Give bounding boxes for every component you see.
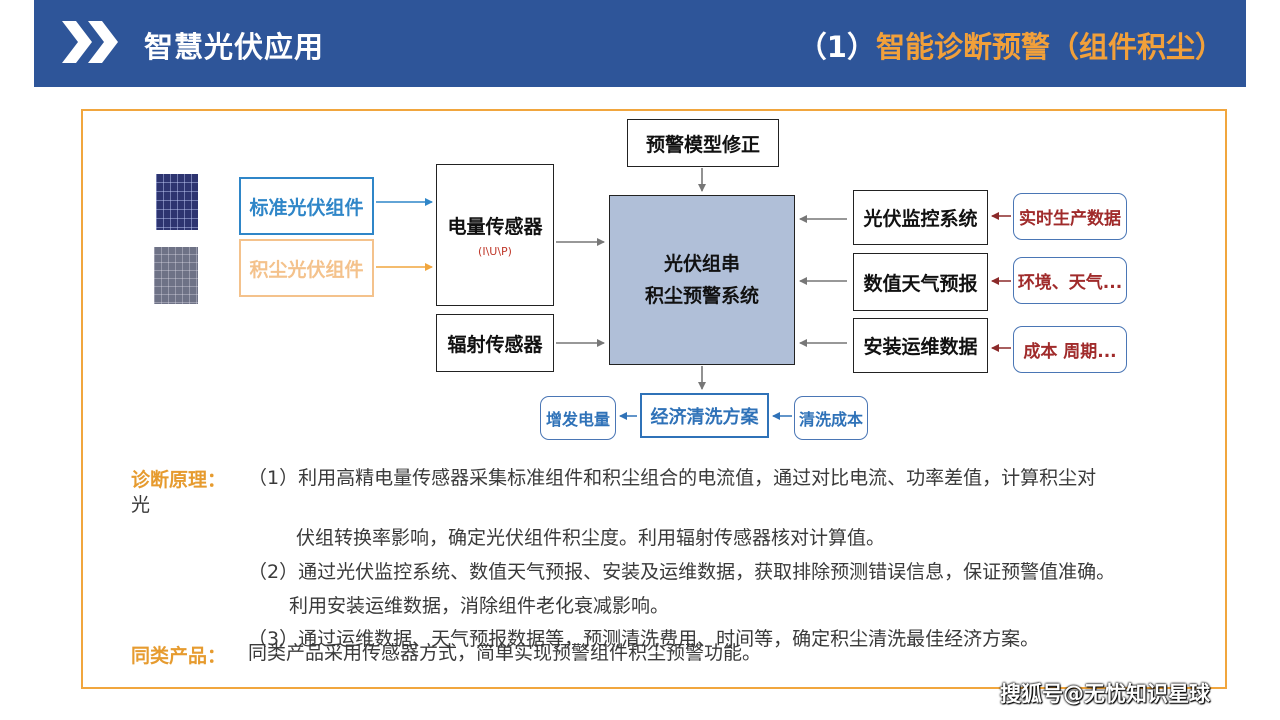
cost-cycle-pill: 成本 周期... [1013,326,1127,373]
core-label-line2: 积尘预警系统 [645,280,759,312]
principle-label: 诊断原理： [131,465,226,492]
weather-forecast-box: 数值天气预报 [853,253,988,311]
core-label-line1: 光伏组串 [664,248,740,280]
standard-module-box: 标准光伏组件 [239,177,374,235]
monitoring-system-box: 光伏监控系统 [853,190,988,245]
power-gain-pill: 增发电量 [540,396,616,440]
cleaning-plan-box: 经济清洗方案 [640,393,769,438]
power-sensor-box: 电量传感器 (I\U\P) [436,164,554,306]
principle-line-2: 伏组转换率影响，确定光伏组件积尘度。利用辐射传感器核对计算值。 [296,523,885,550]
principle-line-3: （2）通过光伏监控系统、数值天气预报、安装及运维数据，获取排除预测错误信息，保证… [248,557,1115,584]
similar-products-text: 同类产品采用传感器方式，简单实现预警组件积尘预警功能。 [248,638,761,665]
model-correction-box: 预警模型修正 [627,119,779,167]
power-sensor-label: 电量传感器 [447,212,542,239]
power-sensor-note: (I\U\P) [478,245,512,258]
watermark: 搜狐号@无忧知识星球 [1000,678,1210,708]
realtime-data-pill: 实时生产数据 [1013,193,1127,240]
principle-line-1: （1）利用高精电量传感器采集标准组件和积尘组合的电流值，通过对比电流、功率差值，… [248,463,1096,490]
core-system-box: 光伏组串 积尘预警系统 [609,195,795,365]
principle-line-4: 利用安装运维数据，消除组件老化衰减影响。 [289,591,669,618]
dusty-module-box: 积尘光伏组件 [239,239,374,297]
similar-products-label: 同类产品： [131,641,226,668]
environment-pill: 环境、天气... [1013,257,1127,304]
installation-data-box: 安装运维数据 [853,318,988,373]
principle-line-1-wrap: 光 [131,490,150,517]
cleaning-cost-pill: 清洗成本 [794,396,868,440]
radiation-sensor-box: 辐射传感器 [436,314,554,372]
